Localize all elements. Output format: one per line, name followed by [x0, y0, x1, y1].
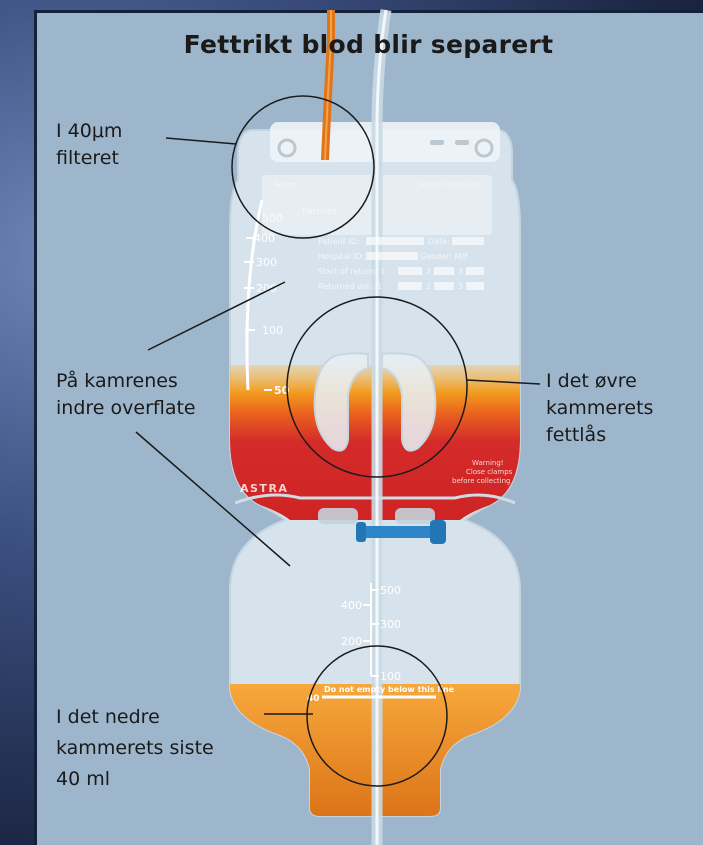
form-patient-id: Patient ID: [318, 237, 360, 246]
form-box [366, 237, 424, 245]
scale-label-300-lower: 300 [380, 618, 401, 631]
form-returned-3: 3 [458, 282, 463, 291]
bag-warning-3: before collecting [452, 477, 511, 485]
callout-lower-last-line3: 40 ml [56, 764, 214, 795]
divider-slot [318, 508, 358, 524]
callout-upper-fatlock-line2: kammerets [546, 395, 653, 422]
scale-label-200-lower: 200 [341, 635, 362, 648]
form-box [466, 267, 484, 275]
scale-label-400-lower: 400 [341, 599, 362, 612]
form-start-return: Start of return: 1 [318, 267, 385, 276]
bag-warning-1: Warning! [472, 459, 504, 467]
port-slot [455, 140, 469, 145]
form-start-3: 3 [458, 267, 463, 276]
scale-label-100-lower: 100 [380, 670, 401, 683]
form-box [466, 282, 484, 290]
callout-lower-last-line2: kammerets siste [56, 733, 214, 764]
callout-inner-surface-line2: indre overflate [56, 395, 196, 422]
leader-line-filter [166, 138, 236, 144]
form-box [434, 267, 454, 275]
callout-upper-fatlock: I det øvre kammerets fettlås [546, 368, 653, 449]
tube-clamp [358, 526, 440, 538]
bag-brand: ASTRA [240, 482, 288, 495]
scale-label-100: 100 [262, 324, 283, 337]
callout-lower-last: I det nedre kammerets siste 40 ml [56, 702, 214, 795]
form-hospital-id: Hospital ID: [318, 252, 364, 261]
form-date: Date: [428, 237, 450, 246]
page-title: Fettrikt blod blir separert [34, 30, 703, 59]
form-returned-vol: Returned vol.: 1 [318, 282, 382, 291]
do-not-empty-text: Do not empty below this line [324, 685, 455, 694]
tube-clamp-head [430, 520, 446, 544]
callout-upper-fatlock-line1: I det øvre [546, 368, 653, 395]
scale-label-400: 400 [254, 232, 275, 245]
callout-lower-last-line1: I det nedre [56, 702, 214, 733]
form-box [434, 282, 454, 290]
scale-label-500-lower: 500 [380, 584, 401, 597]
callout-filter: I 40μm filteret [56, 118, 122, 172]
callout-inner-surface-line1: På kamrenes [56, 368, 196, 395]
form-box [452, 237, 484, 245]
form-box [398, 282, 422, 290]
form-returned-2: 2 [426, 282, 431, 291]
callout-upper-fatlock-line3: fettlås [546, 422, 653, 449]
scale-label-300: 300 [256, 256, 277, 269]
callout-inner-surface: På kamrenes indre overflate [56, 368, 196, 422]
form-gender: Gender: M/F [420, 252, 469, 261]
port-slot [430, 140, 444, 145]
form-start-2: 2 [426, 267, 431, 276]
tube-clamp-tail [356, 522, 366, 542]
bag-header-left: Return [274, 181, 297, 189]
bag-batch: Patches [302, 207, 337, 217]
divider-slot [395, 508, 435, 524]
bag-header-right: Not for reinfusion [418, 181, 479, 189]
scale-label-500: 500 [262, 212, 283, 225]
bag-warning-2: Close clamps [466, 468, 513, 476]
scale-label-200: 200 [256, 282, 277, 295]
form-box [366, 252, 418, 260]
callout-filter-line2: filteret [56, 145, 122, 172]
form-box [398, 267, 422, 275]
callout-filter-line1: I 40μm [56, 118, 122, 145]
